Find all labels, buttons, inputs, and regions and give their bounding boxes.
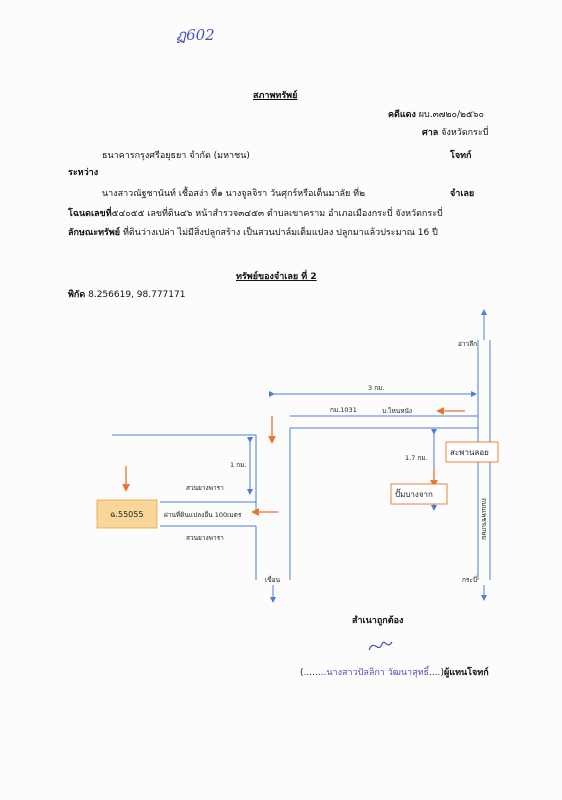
- label-krabi: กระบี่: [462, 575, 477, 584]
- label-ban-nong-nang: บ.ไหนหนัง: [382, 407, 412, 415]
- case-label: คดีแดง: [388, 110, 416, 120]
- label-1km: 1 กม.: [230, 461, 247, 469]
- between-label: ระหว่าง: [68, 168, 99, 178]
- close-paren: ): [440, 668, 444, 678]
- label-3km: 3 กม.: [368, 384, 385, 392]
- label-road-note: ผ่านที่ดินแปลงอื่น 100เมตร: [164, 510, 242, 519]
- label-pump: ปั๊มบางจาก: [395, 488, 433, 499]
- label-ao-luek: อ่าวลึก: [458, 340, 477, 348]
- open-paren: (: [300, 668, 304, 678]
- nature-label: ลักษณะทรัพย์: [68, 228, 121, 238]
- court-line: ศาล จังหวัดกระบี่: [422, 129, 489, 138]
- map-title: ทรัพย์ของจำเลย ที่ 2: [236, 272, 317, 282]
- coordinates-line: พิกัด 8.256619, 98.777171: [68, 291, 185, 300]
- deed-line: โฉนดเลขที่๕๔๐๕๕ เลขที่ดิน๔๖ หน้าสำรวจ๓๔๕…: [68, 210, 443, 219]
- document-title: สภาพทรัพย์: [253, 91, 298, 101]
- overpass-box: [445, 441, 499, 463]
- label-rubber-bottom: สวนยางพารา: [186, 534, 224, 542]
- coord-label: พิกัด: [68, 290, 86, 300]
- label-rubber-top: สวนยางพารา: [186, 484, 224, 492]
- certified-label: สำเนาถูกต้อง: [352, 616, 404, 626]
- defendant-role: จำเลย: [450, 189, 475, 199]
- signature: [366, 636, 396, 659]
- case-number: ผบ.๓๗๒๐/๒๕๖๐: [418, 110, 484, 120]
- handwritten-page-number: ฏ602: [176, 26, 215, 44]
- nature-text: ที่ดินว่างเปล่า ไม่มีสิ่งปลูกสร้าง เป็นส…: [122, 228, 438, 238]
- signatory-name: นางสาวปัลลิกา วัฒนาสุทธิ์: [326, 668, 430, 678]
- label-dam: เขื่อน: [265, 575, 281, 584]
- pump-box: [390, 483, 448, 505]
- label-km1031: กม.1031: [330, 406, 357, 414]
- court-label: ศาล: [422, 128, 439, 138]
- plaintiff-name: ธนาคารกรุงศรีอยุธยา จำกัด (มหาชน): [102, 151, 250, 161]
- case-line: คดีแดง ผบ.๓๗๒๐/๒๕๖๐: [388, 111, 484, 120]
- signatory-line: (........นางสาวปัลลิกา วัฒนาสุทธิ์....)ผ…: [300, 668, 489, 678]
- court-name: จังหวัดกระบี่: [441, 128, 489, 138]
- defendant-name: นางสาวณัฐชานันท์ เชื้อสง่า ที่๑ นางจูลจิ…: [102, 189, 366, 199]
- nature-line: ลักษณะทรัพย์ ที่ดินว่างเปล่า ไม่มีสิ่งปล…: [68, 229, 438, 238]
- plaintiff-role: โจทก์: [450, 151, 472, 161]
- coord-value: 8.256619, 98.777171: [88, 290, 186, 300]
- deed-text: ๕๔๐๕๕ เลขที่ดิน๔๖ หน้าสำรวจ๓๔๕๓ ตำบลเขาค…: [111, 209, 443, 219]
- signatory-role: ผู้แทนโจทก์: [444, 668, 489, 678]
- label-deed-box: ฉ.55055: [110, 510, 143, 519]
- deed-plot-box: [96, 499, 158, 529]
- label-highway: ถนนเพชรเกษม: [480, 498, 488, 540]
- label-1-7km: 1.7 กม.: [405, 454, 428, 462]
- deed-label: โฉนดเลขที่: [68, 209, 112, 219]
- label-overpass: สะพานลอย: [450, 448, 489, 457]
